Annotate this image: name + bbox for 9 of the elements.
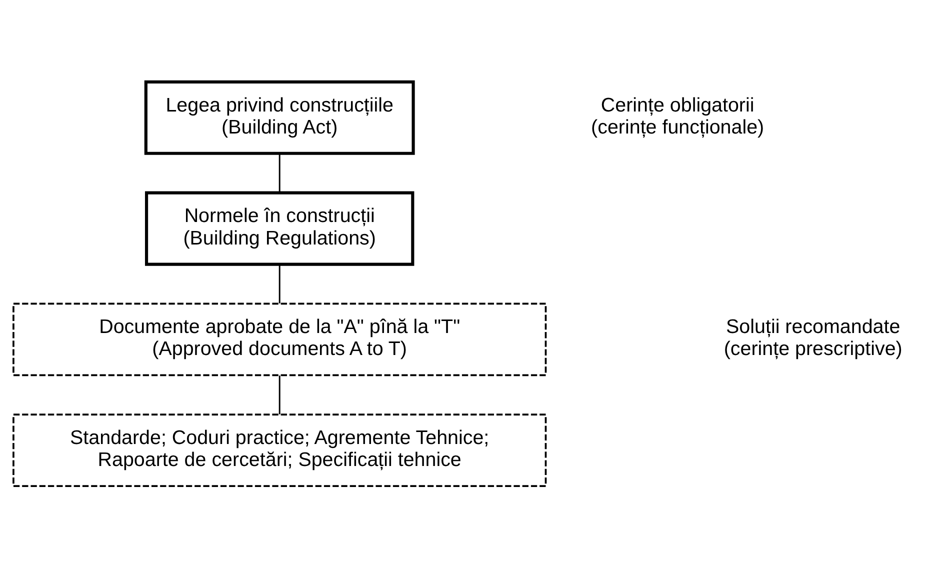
label: Soluții recomandate (cerințe prescriptive): [724, 316, 902, 360]
label: Cerințe obligatorii (cerințe funcționale): [591, 94, 764, 138]
node-box: Normele în construcții (Building Regulations): [144, 190, 414, 266]
connector: [278, 264, 280, 303]
node-box: Standarde; Coduri practice; Agremente Tehnice; Rapoarte de cercetări; Specificații tehnice: [12, 413, 547, 486]
node-box: Legea privind construcțiile (Building Act): [144, 80, 415, 154]
connector: [278, 153, 280, 192]
connector: [278, 375, 280, 414]
node-box: Documente aprobate de la "A" pînă la "T" (Approved documents A to T): [12, 302, 547, 376]
